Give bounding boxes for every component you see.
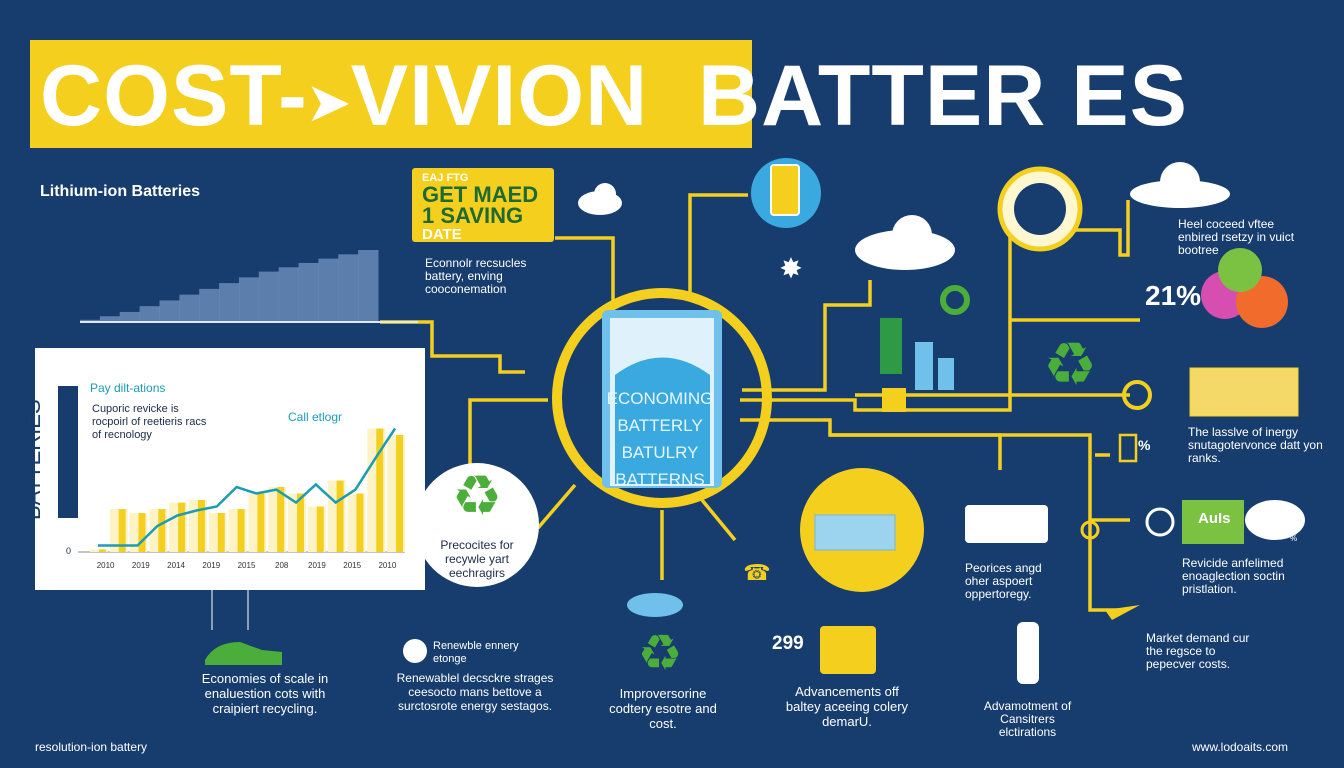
recycle-caption: Precocites for recywle yart eechragirs [440,538,514,580]
bar [376,428,384,552]
bar [98,549,106,552]
bar [257,493,265,552]
area-step [179,294,200,322]
bar [118,509,126,552]
panel-title: Pay dilt-ations [90,381,166,395]
area-step [199,288,220,322]
devices-text: Peorices angd oher aspoert oppertoregy. [965,561,1042,601]
footer-left: resolution-ion battery [35,740,148,754]
bar [138,513,146,552]
panel-text: Cuporic revicke is rocpoirl of reetieris… [92,403,207,441]
area-step [278,267,300,322]
x-tick-label: 2015 [343,561,361,570]
badge-line-3: DATE [422,226,462,243]
area-step [119,311,141,322]
section-title: Lithium-ion Batteries [40,183,201,200]
bar [336,480,344,552]
bar [178,502,186,552]
area-step [338,254,359,322]
rocket-icon: ➤ [307,74,351,131]
bar [158,509,166,552]
saving-badge: EAJ FTG GET MAED 1 SAVING DATE [412,168,554,243]
x-tick-label: 2019 [202,561,220,570]
bottom-item-renewable: Renewablel decsckre strages ceesocto man… [396,671,554,713]
bar [217,513,225,552]
battery-line: BATTERLY [617,416,703,435]
title-part-1: COST- [40,48,308,144]
battery-line: ECONOMING [606,389,714,408]
area-step [238,277,260,322]
battery-line: BATTERNS [615,470,705,489]
x-tick-label: 2019 [308,561,326,570]
x-tick-label: 2019 [132,561,150,570]
badge-small: EAJ FTG [422,172,469,184]
area-step [258,271,280,322]
x-tick-label: 2014 [167,561,185,570]
badge-line-2: 1 SAVING [422,203,524,228]
area-step [298,262,319,322]
x-tick-label: 208 [275,561,289,570]
percent-stat: 21% [1145,280,1202,311]
area-step [99,316,121,322]
battery-line: BATULRY [621,443,699,462]
footer-url[interactable]: www.lodoaits.com [1192,740,1289,754]
area-step [358,250,379,322]
bar [197,500,205,552]
percent-small: % [1138,437,1151,453]
center-ring [552,288,772,508]
badge-line-1: GET MAED [422,182,539,207]
zero-label: 0 [66,546,72,556]
auls-text: Revicide anfelimed enoaglection soctin p… [1182,556,1285,596]
title-part-2: VIVION [350,48,649,144]
area-step [159,300,180,322]
bar [316,506,324,552]
trend-line [97,427,397,547]
bottom-item-advancements: Advancements off baltey aceeing colery d… [785,684,909,729]
bar [396,435,404,552]
title-part-3: BATTER ES [698,48,1188,144]
bar [297,493,304,552]
cloud-text: Heel coceed vftee enbired rsetzy in vuic… [1178,217,1295,257]
auls-percent: % [1290,534,1298,543]
svg-text:♻: ♻ [1043,331,1097,398]
bottom-item-heading: Renewble ennery etonge [433,640,519,665]
area-step [80,319,101,322]
svg-text:✸: ✸ [779,253,802,284]
bar [277,487,285,552]
market-text: Market demand cur the regsce to pepecver… [1146,631,1250,671]
bottle-text: Advamotment of Cansitrers elctirations [983,699,1072,739]
x-tick-label: 2010 [378,561,396,570]
area-step [139,306,160,322]
bottom-item-improve: Improversorine codtery esotre and cost. [609,686,717,731]
svg-text:♻: ♻ [638,625,683,681]
x-tick-label: 2015 [238,561,256,570]
battery-label: ECONOMING BATTERLY BATULRY BATTERNS [600,385,720,493]
bottom-item-economies: Economies of scale in enaluestion cots w… [201,671,329,716]
bar [356,493,364,552]
bar [237,509,245,552]
page-title: COST-➤VIVION BATTER ES [40,46,1188,152]
area-step [318,258,339,322]
svg-text:♻: ♻ [452,464,502,527]
y-icon-strip [58,386,78,518]
title-highlight [30,40,752,148]
x-tick-label: 2010 [97,561,115,570]
energy-text: The lasslve of inergy snutagotervonce da… [1188,425,1323,465]
svg-text:☎: ☎ [743,560,770,585]
badge-caption: Econnolr recsucles battery, enving cooco… [425,256,527,296]
area-step [219,283,240,322]
chart-annotation: Call etlogr [288,410,343,424]
bottom-number: 299 [772,633,804,654]
auls-label: AuIs [1198,510,1231,527]
